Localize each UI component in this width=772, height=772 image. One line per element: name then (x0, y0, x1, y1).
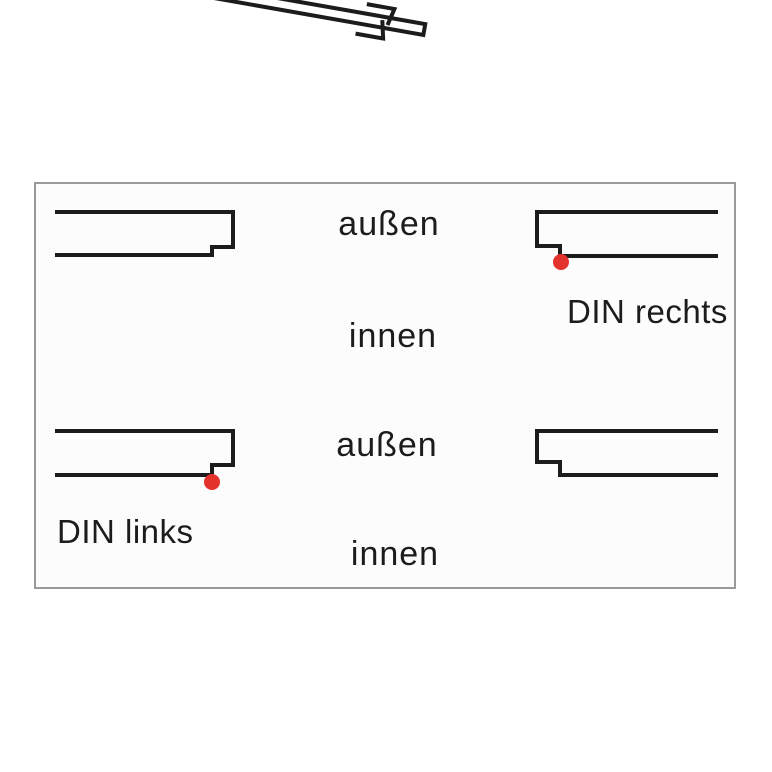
wall-top-right (535, 210, 718, 258)
door-handle-upper (366, 2, 398, 26)
wall-top-left (55, 210, 235, 257)
inside-label-top: innen (349, 317, 437, 355)
inside-label-bottom: innen (351, 535, 439, 573)
diagram-panel-fill (36, 184, 734, 587)
door-handle-icon (355, 2, 398, 41)
wall-bottom-right (535, 429, 718, 477)
outside-label-top: außen (338, 205, 439, 243)
door-leaf-din-links (81, 0, 428, 41)
outside-label-bottom: außen (336, 426, 437, 464)
hinge-dot-din-rechts (553, 254, 569, 270)
handing-label-din-rechts: DIN rechts (567, 293, 728, 330)
door-leaf-bar (81, 0, 428, 38)
handing-label-din-links: DIN links (57, 513, 194, 550)
hinge-dot-din-links (204, 474, 220, 490)
door-handle-lower (355, 19, 386, 41)
wall-bottom-left (55, 429, 235, 477)
